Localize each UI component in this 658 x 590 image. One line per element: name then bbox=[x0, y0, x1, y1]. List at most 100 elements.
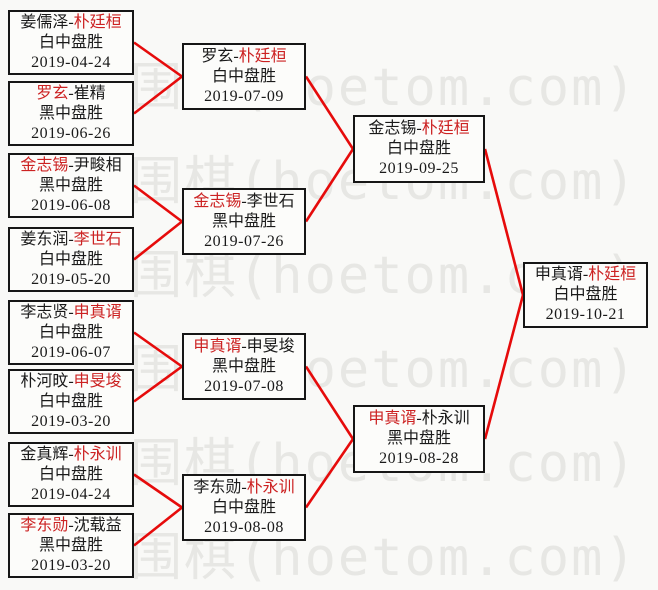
match-result: 白中盘胜 bbox=[38, 392, 103, 410]
match-players: 李东勋-沈载益 bbox=[20, 516, 121, 536]
player-name: 姜东润 bbox=[20, 230, 69, 248]
players-separator: - bbox=[68, 516, 74, 534]
connector-line bbox=[133, 41, 183, 78]
match-box-r2m3: 申真谞-申旻埈 黑中盘胜 2019-07-08 bbox=[182, 333, 306, 400]
match-box-r1m3: 金志锡-尹畯相 黑中盘胜 2019-06-08 bbox=[8, 153, 134, 218]
player-name: 申真谞 bbox=[368, 410, 417, 427]
match-players: 朴河旼-申旻埈 bbox=[20, 372, 121, 392]
match-box-r1m2: 罗玄-崔精 黑中盘胜 2019-06-26 bbox=[8, 81, 134, 146]
player-name: 李东勋 bbox=[193, 478, 242, 496]
player-name: 金真辉 bbox=[20, 445, 69, 463]
match-box-final: 申真谞-朴廷桓 白中盘胜 2019-10-21 bbox=[523, 262, 648, 328]
players-separator: - bbox=[68, 230, 74, 248]
player-name: 李东勋 bbox=[20, 516, 69, 534]
connector-line bbox=[304, 148, 355, 223]
match-box-r1m4: 姜东润-李世石 白中盘胜 2019-05-20 bbox=[8, 227, 134, 292]
players-separator: - bbox=[241, 337, 247, 355]
match-players: 姜儒泽-朴廷桓 bbox=[20, 13, 121, 33]
match-date: 2019-10-21 bbox=[545, 306, 626, 323]
match-players: 李东勋-朴永训 bbox=[193, 478, 294, 498]
match-result: 黑中盘胜 bbox=[386, 430, 451, 447]
player-name: 沈载益 bbox=[73, 516, 122, 534]
player-name: 姜儒泽 bbox=[20, 13, 69, 31]
connector-line bbox=[304, 438, 355, 509]
player-name: 朴永训 bbox=[421, 410, 470, 427]
match-players: 申真谞-申旻埈 bbox=[193, 337, 294, 357]
player-name: 申真谞 bbox=[534, 266, 583, 283]
player-name: 朴廷桓 bbox=[421, 120, 470, 137]
match-players: 申真谞-朴永训 bbox=[368, 409, 469, 429]
match-players: 金志锡-朴廷桓 bbox=[368, 119, 469, 139]
player-name: 李世石 bbox=[246, 192, 295, 210]
player-name: 尹畯相 bbox=[73, 156, 122, 174]
player-name: 朴永训 bbox=[73, 445, 122, 463]
player-name: 金志锡 bbox=[368, 120, 417, 137]
connector-line bbox=[133, 473, 183, 509]
players-separator: - bbox=[68, 13, 74, 31]
player-name: 金志锡 bbox=[193, 192, 242, 210]
match-players: 李志贤-申真谞 bbox=[20, 303, 121, 323]
player-name: 李志贤 bbox=[20, 303, 69, 321]
match-result: 白中盘胜 bbox=[38, 33, 103, 51]
player-name: 申旻埈 bbox=[73, 372, 122, 390]
match-result: 白中盘胜 bbox=[211, 498, 276, 516]
match-players: 金志锡-李世石 bbox=[193, 192, 294, 212]
connector-line bbox=[483, 294, 525, 440]
player-name: 朴廷桓 bbox=[73, 13, 122, 31]
match-result: 黑中盘胜 bbox=[38, 176, 103, 194]
match-date: 2019-07-08 bbox=[204, 377, 284, 395]
match-box-r1m6: 朴河旼-申旻埈 白中盘胜 2019-03-20 bbox=[8, 369, 134, 434]
players-separator: - bbox=[582, 266, 589, 283]
player-name: 金志锡 bbox=[20, 156, 69, 174]
match-box-r1m8: 李东勋-沈载益 黑中盘胜 2019-03-20 bbox=[8, 513, 134, 578]
match-players: 金志锡-尹畯相 bbox=[20, 156, 121, 176]
match-date: 2019-09-25 bbox=[379, 160, 459, 177]
players-separator: - bbox=[68, 156, 74, 174]
connector-line bbox=[133, 331, 183, 368]
match-players: 罗玄-朴廷桓 bbox=[201, 47, 286, 67]
match-players: 申真谞-朴廷桓 bbox=[535, 265, 636, 285]
match-date: 2019-03-20 bbox=[31, 412, 111, 430]
players-separator: - bbox=[68, 84, 74, 102]
match-box-sf2: 申真谞-朴永训 黑中盘胜 2019-08-28 bbox=[353, 405, 485, 473]
match-result: 黑中盘胜 bbox=[38, 104, 103, 122]
match-result: 白中盘胜 bbox=[38, 250, 103, 268]
connector-line bbox=[133, 365, 183, 403]
players-separator: - bbox=[241, 192, 247, 210]
match-result: 白中盘胜 bbox=[211, 67, 276, 85]
match-date: 2019-06-07 bbox=[31, 343, 111, 361]
connector-line bbox=[304, 365, 355, 440]
player-name: 申旻埈 bbox=[246, 337, 295, 355]
match-result: 白中盘胜 bbox=[553, 286, 618, 303]
players-separator: - bbox=[68, 445, 74, 463]
player-name: 朴永训 bbox=[246, 478, 295, 496]
player-name: 崔精 bbox=[73, 84, 106, 102]
match-players: 罗玄-崔精 bbox=[36, 84, 105, 104]
match-box-r1m7: 金真辉-朴永训 白中盘胜 2019-04-24 bbox=[8, 442, 134, 507]
match-box-r1m1: 姜儒泽-朴廷桓 白中盘胜 2019-04-24 bbox=[8, 10, 134, 75]
match-date: 2019-04-24 bbox=[31, 53, 111, 71]
match-date: 2019-05-20 bbox=[31, 270, 111, 288]
connector-line bbox=[133, 75, 183, 115]
connector-line bbox=[133, 506, 183, 547]
players-separator: - bbox=[68, 303, 74, 321]
connector-line bbox=[133, 220, 183, 261]
match-result: 黑中盘胜 bbox=[38, 536, 103, 554]
match-result: 黑中盘胜 bbox=[211, 357, 276, 375]
match-result: 黑中盘胜 bbox=[211, 212, 276, 230]
player-name: 申真谞 bbox=[73, 303, 122, 321]
match-date: 2019-06-08 bbox=[31, 196, 111, 214]
match-date: 2019-07-26 bbox=[204, 232, 284, 250]
players-separator: - bbox=[416, 410, 422, 427]
players-separator: - bbox=[68, 372, 74, 390]
player-name: 朴河旼 bbox=[20, 372, 69, 390]
connector-line bbox=[483, 148, 525, 296]
player-name: 罗玄 bbox=[201, 47, 234, 65]
match-players: 金真辉-朴永训 bbox=[20, 445, 121, 465]
player-name: 李世石 bbox=[73, 230, 122, 248]
match-date: 2019-08-28 bbox=[379, 450, 459, 467]
match-box-r1m5: 李志贤-申真谞 白中盘胜 2019-06-07 bbox=[8, 300, 134, 365]
match-box-sf1: 金志锡-朴廷桓 白中盘胜 2019-09-25 bbox=[353, 115, 485, 183]
match-result: 白中盘胜 bbox=[38, 465, 103, 483]
